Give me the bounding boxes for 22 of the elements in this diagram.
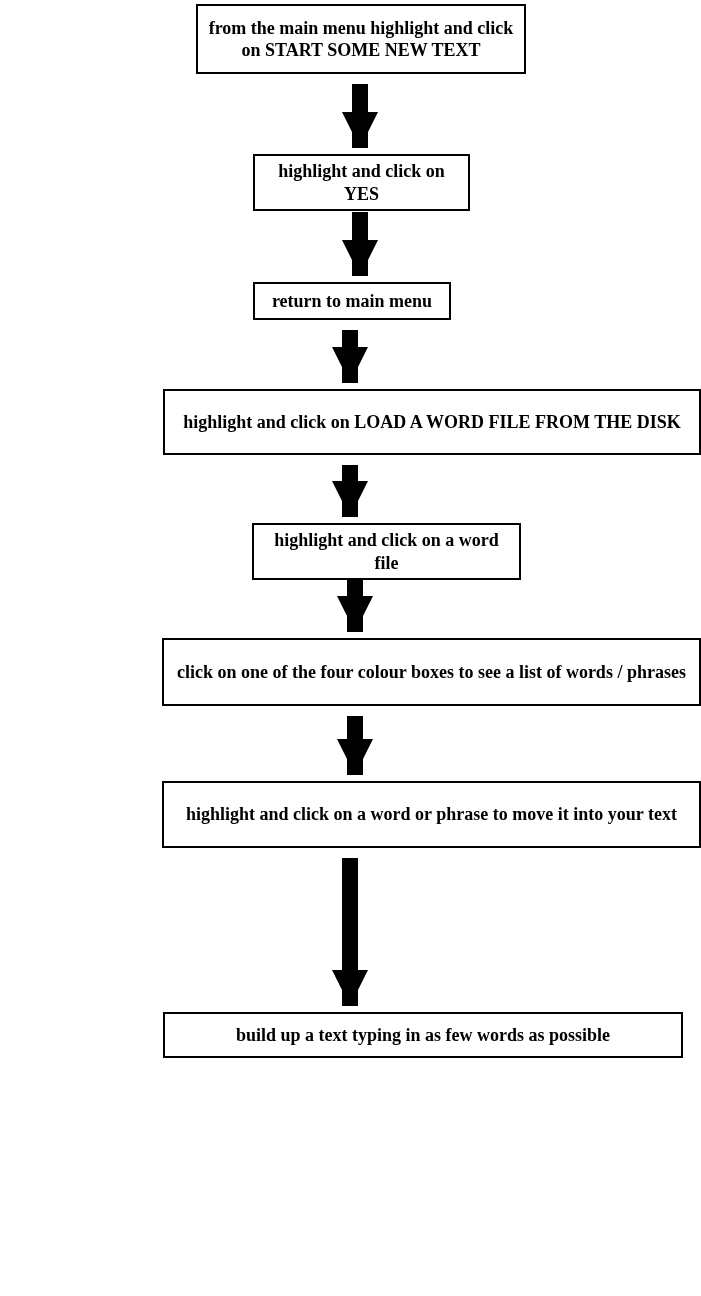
step-text: highlight and click on a word file [273, 529, 500, 574]
arrow [342, 84, 378, 148]
step-text: highlight and click on LOAD A WORD FILE FROM THE DISK [183, 410, 681, 434]
process-box [163, 1012, 683, 1058]
arrow [332, 858, 368, 1006]
step-text: from the main menu highlight and click on START SOME NEW TEXT [207, 16, 515, 62]
step-text: return to main menu [271, 289, 433, 313]
arrow [332, 465, 368, 517]
step-text: highlight and click on a word or phrase to move it into your text [186, 803, 677, 826]
process-box [162, 781, 701, 848]
process-box [252, 523, 521, 580]
process-box [162, 638, 701, 706]
step-text: build up a text typing in as few words as possible [235, 1023, 611, 1047]
arrow [332, 330, 368, 383]
step-text: highlight and click on YES [277, 160, 446, 205]
arrow [337, 716, 373, 775]
process-box [253, 282, 451, 320]
process-box [253, 154, 470, 211]
process-box [196, 4, 526, 74]
process-box [163, 389, 701, 455]
step-text: click on one of the four colour boxes to see a list of words / phrases [177, 660, 686, 684]
arrow [342, 212, 378, 276]
